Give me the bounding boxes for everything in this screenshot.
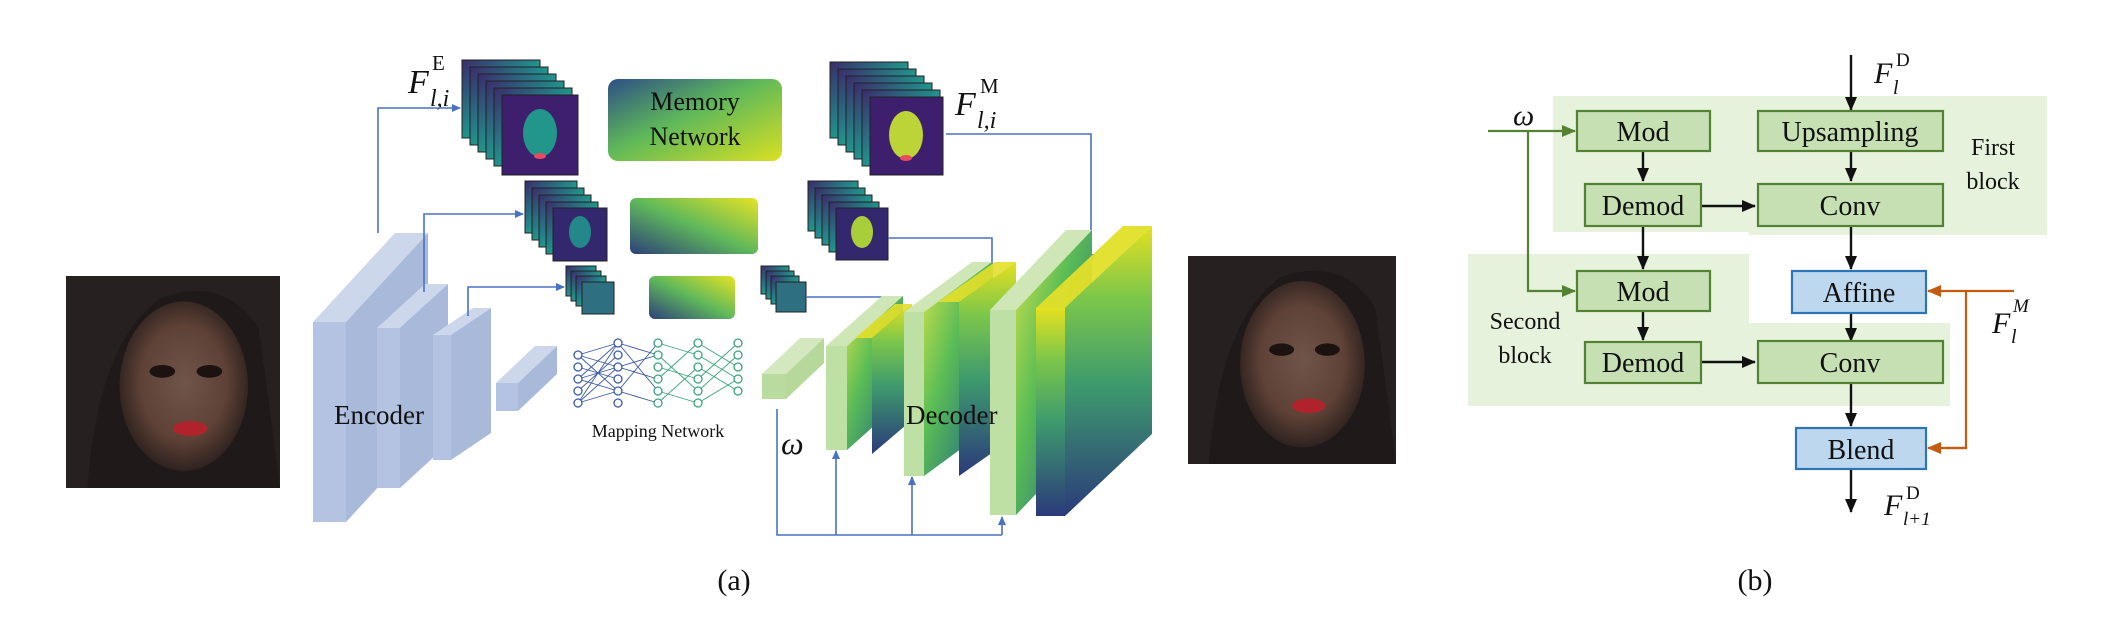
input-feature-label-sub: l <box>1893 77 1899 99</box>
panel-a: Encoder F l,i <box>66 51 1396 597</box>
memory-feature-label-sub: l,i <box>977 108 996 134</box>
mapping-network-label: Mapping Network <box>592 421 724 441</box>
input-feature-label-sup: D <box>1896 50 1910 71</box>
encoder-feature-label-sup: E <box>432 51 445 75</box>
conv-box-second <box>1756 339 1945 385</box>
encoder-feature-stack-large <box>461 59 579 176</box>
affine-box <box>1790 269 1928 315</box>
caption-a: (a) <box>717 564 750 597</box>
memory-feature-stack-medium <box>807 180 889 261</box>
output-face-image <box>1188 256 1396 464</box>
memory-network-box <box>608 79 782 161</box>
panel-b-boxes: Mod Upsampling Demod Conv Mod Affine Dem… <box>1575 109 1945 471</box>
encoder-feature-label-base: F <box>407 64 430 101</box>
input-feature-label-base: F <box>1873 57 1893 90</box>
memory-module-medium <box>630 198 758 254</box>
output-feature-label-base: F <box>1883 489 1903 522</box>
demod-box-first-label: Demod <box>1602 191 1684 222</box>
output-feature-label: F l+1 D <box>1883 483 1931 530</box>
upsampling-box-label: Upsampling <box>1782 117 1919 148</box>
mapping-network-graph <box>573 338 743 408</box>
conv-box-second-label: Conv <box>1820 348 1881 379</box>
mod-box-second-label: Mod <box>1617 277 1670 308</box>
encoder-layers <box>313 233 557 522</box>
omega-to-decoder-connections <box>776 409 1006 536</box>
encoder-label: Encoder <box>334 400 424 430</box>
memory-feature-label-base: F <box>954 86 977 123</box>
memory-feature-label-b-sub: l <box>2011 326 2017 348</box>
mod-box-first <box>1575 109 1712 153</box>
panel-b-black-arrows <box>1637 55 1857 513</box>
demod-box-first <box>1583 182 1703 228</box>
mod-box-first-label: Mod <box>1617 117 1670 148</box>
encoder-skip-connections <box>377 104 565 316</box>
demod-box-second-label: Demod <box>1602 348 1684 379</box>
affine-box-label: Affine <box>1823 278 1896 309</box>
omega-label-b: ω <box>1513 99 1534 132</box>
input-feature-label: F l D <box>1873 50 1910 99</box>
decoder-label: Decoder <box>906 400 997 430</box>
first-block-label-line1: First <box>1971 135 2015 161</box>
memory-network-label-line2: Network <box>650 122 741 151</box>
memory-feature-label-sup: M <box>980 74 999 98</box>
memory-feature-label-b: F l M <box>1991 296 2030 348</box>
memory-feature-label-b-sup: M <box>2012 296 2030 317</box>
demod-box-second <box>1583 340 1703 385</box>
panel-b: F l D ω F l M <box>1468 50 2047 597</box>
second-block-label-line2: block <box>1498 343 1551 369</box>
encoder-feature-stack-small <box>565 265 615 315</box>
memory-feature-label: F l,i M <box>954 74 999 134</box>
input-face-image <box>66 276 280 488</box>
blend-box-label: Blend <box>1828 435 1895 466</box>
blend-box <box>1794 426 1928 471</box>
output-feature-label-sup: D <box>1906 483 1920 504</box>
memory-feature-stack-large <box>829 61 944 176</box>
memory-feature-stack-small <box>760 265 807 313</box>
memory-module-small <box>649 276 735 319</box>
conv-box-first <box>1756 182 1945 228</box>
decoder-layers <box>762 226 1152 516</box>
memory-network-label-line1: Memory <box>650 87 740 116</box>
encoder-feature-stack-medium <box>524 180 608 262</box>
first-block-label-line2: block <box>1966 169 2019 195</box>
memory-feature-arrows <box>1927 285 2014 454</box>
memory-feature-label-b-base: F <box>1991 307 2011 340</box>
omega-label-a: ω <box>781 425 804 461</box>
output-feature-label-sub: l+1 <box>1903 509 1931 530</box>
encoder-feature-label: F l,i E <box>407 51 449 112</box>
encoder-feature-label-sub: l,i <box>430 86 449 112</box>
omega-arrows <box>1488 125 1576 297</box>
mod-box-second <box>1575 269 1712 313</box>
upsampling-box <box>1756 109 1945 153</box>
conv-box-first-label: Conv <box>1820 191 1881 222</box>
second-block-label-line1: Second <box>1490 309 1561 335</box>
caption-b: (b) <box>1738 564 1773 597</box>
